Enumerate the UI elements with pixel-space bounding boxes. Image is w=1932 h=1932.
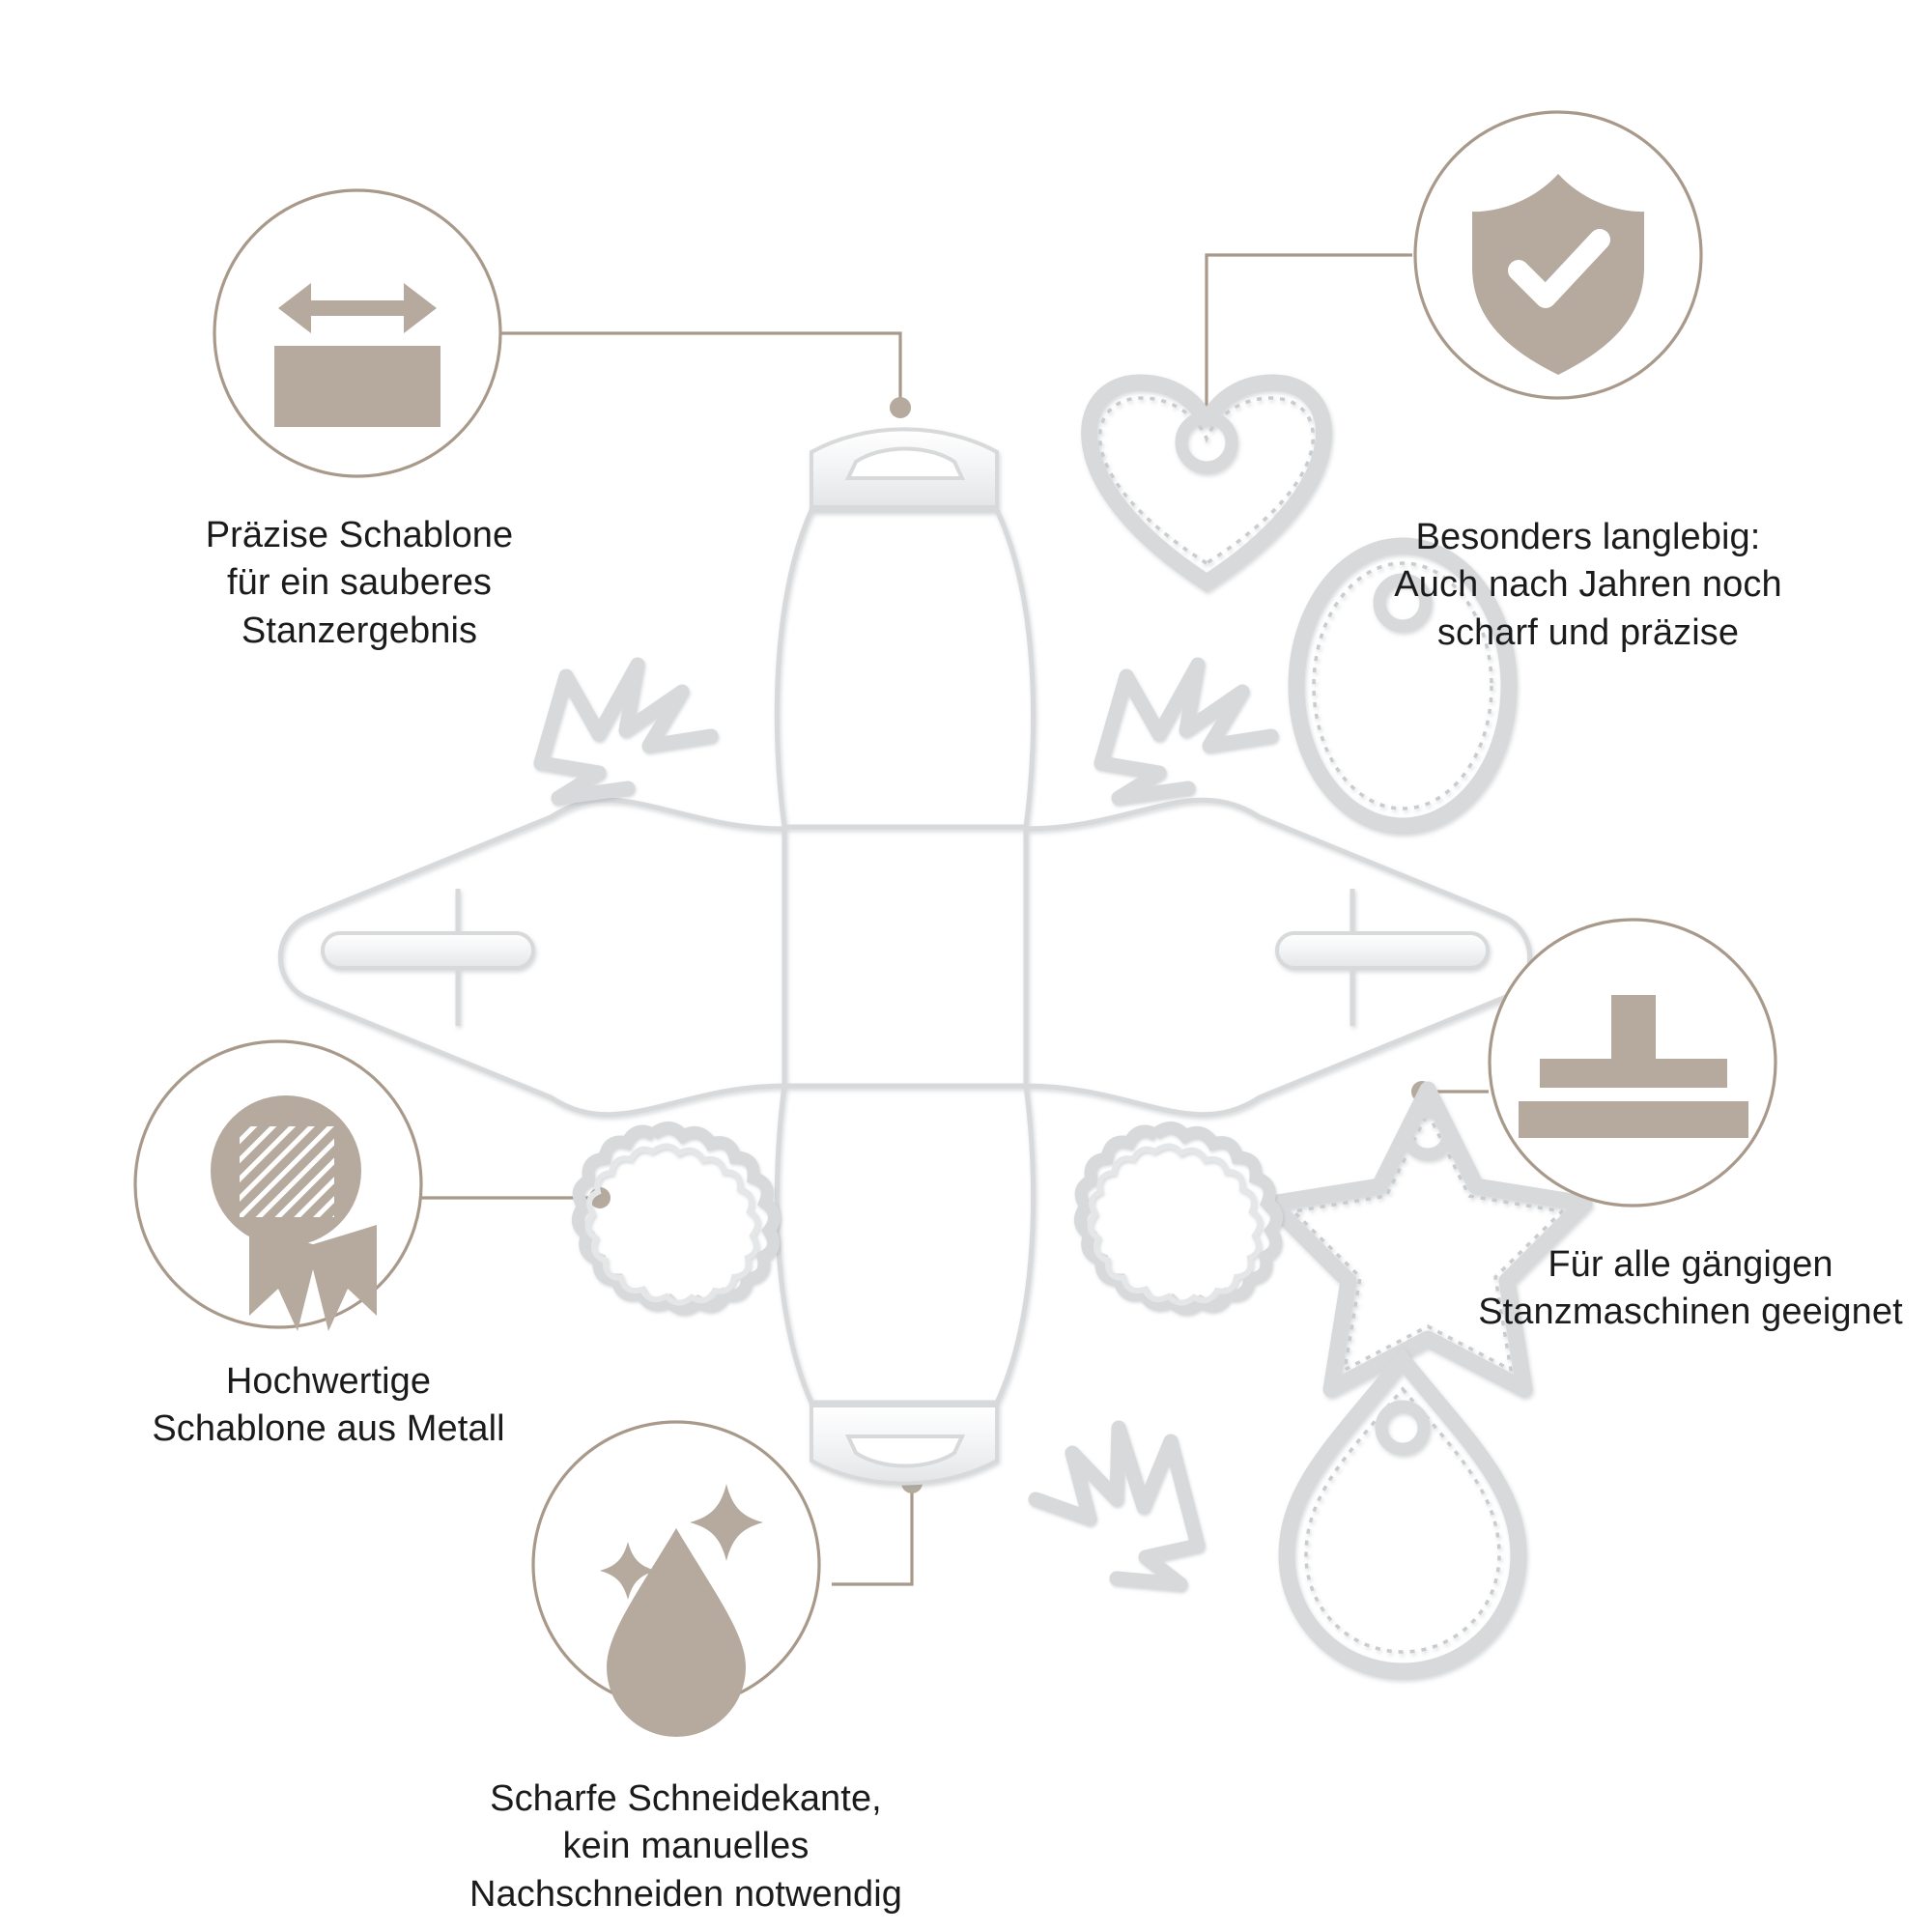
press-plate [1540,1059,1727,1088]
oval-hole-ring [1373,573,1433,633]
feature-text-precise-template: Präzise Schablone für ein sauberes Stanz… [205,515,514,651]
shield-check-icon [1472,174,1644,375]
antler-branch-lower [1094,755,1196,806]
star-hole-ring [1400,1105,1456,1161]
antler-branch-lower [533,755,636,806]
sparkle-large [690,1484,763,1561]
arrow-double-head [278,283,437,333]
press-base [1519,1101,1748,1138]
scallop-inner-line [584,1143,761,1306]
teardrop-outline [1278,1347,1527,1680]
feature-badge-precise-template[interactable] [213,188,502,478]
box-left-wing [277,797,785,1118]
die-shape-antler-top-left [533,657,719,806]
star-outline [1263,1081,1593,1398]
feature-text-metal-quality: Hochwertige Schablone aus Metall [152,1361,505,1450]
feature-badge-machine-compatible[interactable] [1488,918,1777,1208]
leader-dot-precise-template [890,397,911,418]
teardrop-stitch-line [1304,1386,1501,1654]
box-left-slot [321,931,535,970]
box-top-flap-slot [844,446,966,480]
sparkle-small [600,1542,656,1600]
box-bottom-flap-slot [844,1435,966,1468]
antler-branch-lower [1109,1538,1206,1592]
press-handle [1611,995,1656,1061]
die-shape-antler-top-right [1094,657,1279,806]
antler-branch-path [1028,1420,1206,1553]
leader-line-durable [1205,253,1412,413]
resize-arrow-rectangle-icon [274,283,440,427]
ribbon-left [249,1225,319,1331]
feature-circle-outline [213,188,502,478]
antler-branch-path [1094,657,1279,771]
scallop-outline [571,1122,781,1316]
feature-badge-metal-quality[interactable] [133,1039,423,1331]
feature-text-sharp-edge: Scharfe Schneidekante, kein manuelles Na… [469,1778,903,1915]
die-shape-star-tag [1263,1081,1593,1398]
ribbon-right [307,1225,377,1331]
feature-badge-durable[interactable] [1413,110,1703,400]
die-shape-box-template [277,427,1533,1486]
heart-stitch-line [1097,396,1316,566]
box-right-slot [1275,931,1490,970]
scallop-inner-line [1087,1143,1264,1306]
droplet-sparkle-icon [600,1484,763,1737]
die-shape-oval-tag [1288,537,1518,835]
die-shape-teardrop-tag [1278,1347,1527,1680]
rectangle-shape [274,346,440,427]
teardrop-hole-ring [1375,1400,1431,1456]
feature-text-durable: Besonders langlebig: Auch nach Jahren no… [1394,517,1782,653]
die-shape-antler-bottom [1028,1420,1206,1592]
die-shape-scalloped-circle-right [1073,1122,1284,1316]
antler-branch-path [533,657,719,771]
leader-line-precise-template [399,331,902,404]
box-top-panel [774,507,1037,830]
box-right-wing [1025,797,1533,1118]
quality-badge-icon [211,1095,377,1331]
feature-badge-sharp-edge[interactable] [531,1420,821,1737]
check-mark [1508,229,1610,308]
oval-outline [1288,537,1518,835]
leader-line-sharp-edge [832,1486,914,1586]
box-center-panel [781,824,1029,1089]
medal-hatch-area [240,1126,334,1217]
box-bottom-panel [774,1083,1037,1406]
oval-stitch-line [1312,561,1493,810]
star-stitch-line [1292,1111,1564,1372]
heart-outline [1081,374,1332,593]
die-shape-heart-tag [1081,374,1332,593]
feature-text-machine-compatible: Für alle gängigen Stanzmaschinen geeigne… [1478,1244,1903,1333]
die-shape-scalloped-circle-left [571,1122,781,1316]
scallop-outline [1073,1122,1284,1316]
droplet-shape [607,1528,746,1737]
heart-hole-ring [1175,411,1238,474]
stamp-press-icon [1519,995,1748,1138]
